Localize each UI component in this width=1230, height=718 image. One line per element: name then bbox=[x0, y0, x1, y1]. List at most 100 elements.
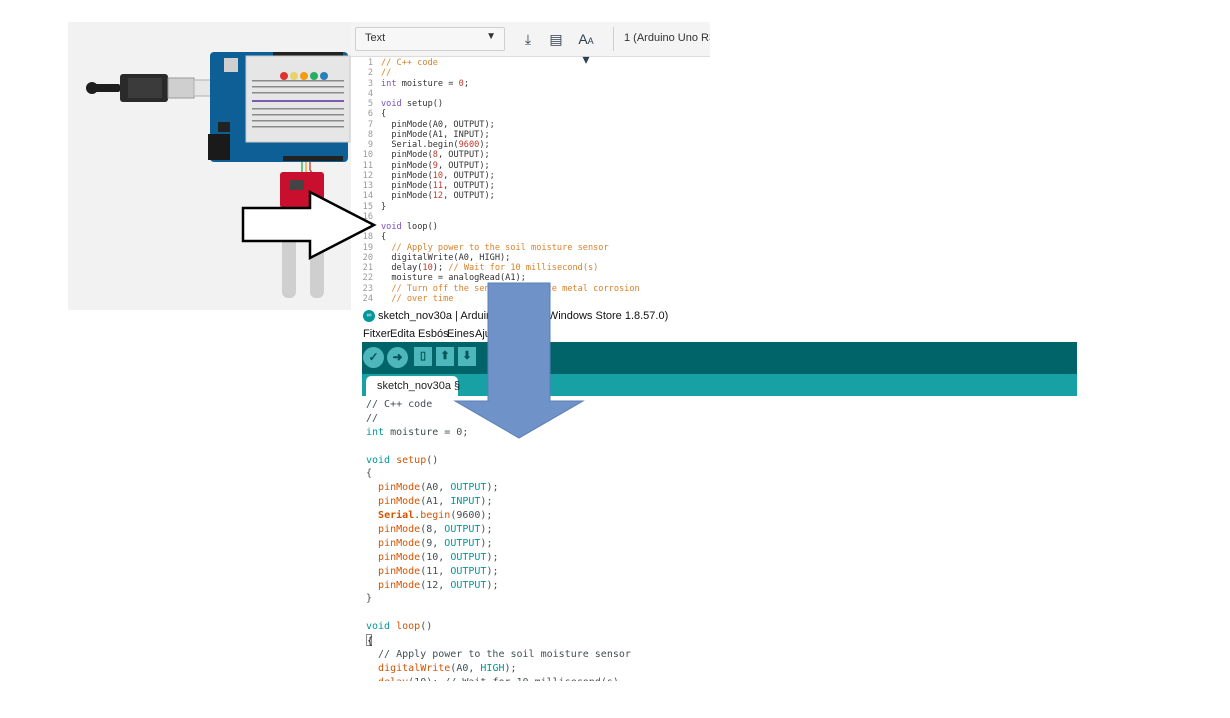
code-token: () bbox=[426, 455, 438, 466]
font-size-icon[interactable]: AA ▾ bbox=[573, 30, 599, 48]
code-token: HIGH bbox=[480, 663, 504, 674]
code-line: 17void loop() bbox=[351, 222, 710, 232]
line-number: 15 bbox=[351, 202, 381, 212]
line-number: 19 bbox=[351, 243, 381, 253]
verify-button[interactable]: ✓ bbox=[363, 347, 384, 368]
code-token: ); bbox=[480, 524, 492, 535]
save-button[interactable]: ⬇ bbox=[458, 347, 476, 366]
code-mode-label: Text bbox=[365, 32, 385, 44]
code-token: // C++ code bbox=[366, 399, 432, 410]
text-cursor: { bbox=[366, 634, 372, 646]
arduino-code-editor[interactable]: // C++ code//int moisture = 0;​void setu… bbox=[366, 398, 631, 681]
tab-label: sketch_nov30a § bbox=[377, 380, 460, 392]
code-line: int moisture = 0; bbox=[366, 426, 631, 440]
code-token: // bbox=[366, 413, 378, 424]
code-token bbox=[366, 482, 378, 493]
circuit-canvas[interactable] bbox=[68, 22, 351, 310]
code-token: (11, bbox=[420, 566, 450, 577]
code-token: // Apply power to the soil moisture sens… bbox=[366, 649, 631, 660]
code-line: 16 bbox=[351, 212, 710, 222]
upload-button[interactable]: ➜ bbox=[387, 347, 408, 368]
code-token bbox=[366, 552, 378, 563]
sketch-tab-bar: sketch_nov30a § bbox=[362, 374, 1077, 396]
code-token: , OUTPUT); bbox=[443, 181, 495, 191]
line-number: 13 bbox=[351, 181, 381, 191]
window-title: sketch_nov30a | Arduino 1.8.57.0 (Window… bbox=[378, 310, 668, 322]
line-number: 9 bbox=[351, 140, 381, 150]
code-line: pinMode(9, OUTPUT); bbox=[366, 537, 631, 551]
code-token: OUTPUT bbox=[450, 580, 486, 591]
line-number: 4 bbox=[351, 89, 381, 99]
code-line: 7 pinMode(A0, OUTPUT); bbox=[351, 120, 710, 130]
code-token: pinMode( bbox=[381, 181, 433, 191]
code-line: 14 pinMode(12, OUTPUT); bbox=[351, 191, 710, 201]
line-number: 2 bbox=[351, 68, 381, 78]
code-token: pinMode bbox=[378, 538, 420, 549]
board-selector[interactable]: 1 (Arduino Uno R3) bbox=[613, 27, 710, 51]
code-token: 11 bbox=[433, 181, 443, 191]
menu-eines[interactable]: Eines bbox=[447, 328, 475, 340]
code-token: } bbox=[366, 593, 372, 604]
code-line: } bbox=[366, 592, 631, 606]
code-line: pinMode(A1, INPUT); bbox=[366, 495, 631, 509]
tinkercad-code-panel: Text ▼ ⤓ ▤ AA ▾ 1 (Arduino Uno R3) 1// C… bbox=[351, 22, 710, 310]
code-token bbox=[366, 677, 378, 681]
code-line: 18{ bbox=[351, 232, 710, 242]
code-line: void setup() bbox=[366, 454, 631, 468]
code-token: } bbox=[381, 202, 386, 212]
code-token: pinMode bbox=[378, 580, 420, 591]
code-line: 10 pinMode(8, OUTPUT); bbox=[351, 150, 710, 160]
code-token: pinMode( bbox=[381, 191, 433, 201]
code-line: 19 // Apply power to the soil moisture s… bbox=[351, 243, 710, 253]
tab-sketch-nov30a[interactable]: sketch_nov30a § bbox=[366, 376, 458, 397]
circuit-illustration bbox=[68, 22, 351, 310]
code-token: pinMode( bbox=[381, 171, 433, 181]
line-number: 21 bbox=[351, 263, 381, 273]
save-icon: ⬇ bbox=[462, 350, 471, 362]
code-line: digitalWrite(A0, HIGH); bbox=[366, 662, 631, 676]
menu-edita[interactable]: Edita bbox=[390, 328, 415, 340]
code-token: digitalWrite(A0, HIGH); bbox=[381, 253, 510, 263]
open-button[interactable]: ⬆ bbox=[436, 347, 454, 366]
code-token: ); bbox=[480, 496, 492, 507]
code-token: moisture = bbox=[397, 79, 459, 89]
download-icon[interactable]: ⤓ bbox=[519, 30, 537, 48]
soil-moisture-sensor[interactable] bbox=[280, 172, 324, 298]
code-token bbox=[366, 496, 378, 507]
code-token: (12, bbox=[420, 580, 450, 591]
tinkercad-code-editor[interactable]: 1// C++ code2//3int moisture = 0;45void … bbox=[351, 58, 710, 304]
code-token: void bbox=[366, 621, 390, 632]
code-token: begin bbox=[420, 510, 450, 521]
code-token: void bbox=[366, 455, 390, 466]
line-number: 8 bbox=[351, 130, 381, 140]
chevron-down-icon: ▼ bbox=[486, 31, 496, 42]
code-line: 23 // Turn off the sensor to reduce meta… bbox=[351, 284, 710, 294]
code-token: ); bbox=[433, 263, 449, 273]
code-mode-dropdown[interactable]: Text ▼ bbox=[355, 27, 505, 51]
new-button[interactable]: ▯ bbox=[414, 347, 432, 366]
code-token: loop() bbox=[402, 222, 438, 232]
code-token: 12 bbox=[433, 191, 443, 201]
arduino-logo-icon: ∞ bbox=[363, 310, 375, 322]
print-icon[interactable]: ▤ bbox=[547, 30, 565, 48]
code-token: { bbox=[366, 468, 372, 479]
menu-esbos[interactable]: Esbós bbox=[418, 328, 449, 340]
code-token: ; bbox=[464, 79, 469, 89]
line-number: 22 bbox=[351, 273, 381, 283]
code-line: 22 moisture = analogRead(A1); bbox=[351, 273, 710, 283]
line-number: 18 bbox=[351, 232, 381, 242]
code-token bbox=[366, 663, 378, 674]
code-token: ); bbox=[486, 552, 498, 563]
code-token: void bbox=[381, 222, 402, 232]
code-token: ); bbox=[486, 566, 498, 577]
code-token: pinMode bbox=[378, 566, 420, 577]
menu-ajuda[interactable]: Ajuda bbox=[475, 328, 503, 340]
code-token: INPUT bbox=[450, 496, 480, 507]
breadboard[interactable] bbox=[246, 56, 350, 142]
code-token: OUTPUT bbox=[450, 552, 486, 563]
code-token: setup() bbox=[402, 99, 443, 109]
menu-fitxer[interactable]: Fitxer bbox=[363, 328, 391, 340]
code-token: Serial bbox=[378, 510, 414, 521]
code-line: 24 // over time bbox=[351, 294, 710, 304]
code-token: (A0, bbox=[450, 663, 480, 674]
